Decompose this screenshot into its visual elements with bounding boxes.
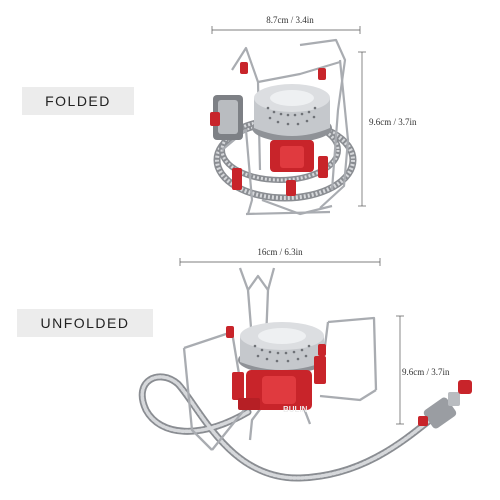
folded-red-clips bbox=[240, 62, 326, 80]
unfolded-width-dimension-line bbox=[179, 258, 381, 266]
folded-valve bbox=[210, 95, 243, 140]
folded-width-text: 8.7cm / 3.4in bbox=[266, 15, 314, 25]
unfolded-width-text: 16cm / 6.3in bbox=[257, 247, 303, 257]
unfolded-stove: BULIN bbox=[138, 267, 472, 482]
brand-mark: BULIN bbox=[283, 405, 308, 414]
unfolded-label: UNFOLDED bbox=[17, 309, 153, 337]
unfolded-hose bbox=[138, 373, 434, 482]
unfolded-red-base bbox=[232, 356, 326, 410]
folded-red-base bbox=[232, 140, 328, 196]
folded-label: FOLDED bbox=[22, 87, 134, 115]
unfolded-label-text: UNFOLDED bbox=[40, 315, 130, 331]
folded-width-dimension-line bbox=[211, 26, 361, 34]
folded-stove bbox=[210, 38, 357, 216]
unfolded-height-dimension-line bbox=[396, 315, 404, 425]
unfolded-burner-head bbox=[238, 322, 326, 374]
unfolded-valve bbox=[418, 380, 472, 429]
folded-burner-head bbox=[252, 84, 332, 142]
unfolded-red-clips bbox=[226, 326, 326, 356]
folded-height-text: 9.6cm / 3.7in bbox=[369, 117, 417, 127]
folded-label-text: FOLDED bbox=[45, 93, 111, 109]
unfolded-height-text: 9.6cm / 3.7in bbox=[402, 367, 450, 377]
folded-height-dimension-line bbox=[358, 51, 366, 207]
